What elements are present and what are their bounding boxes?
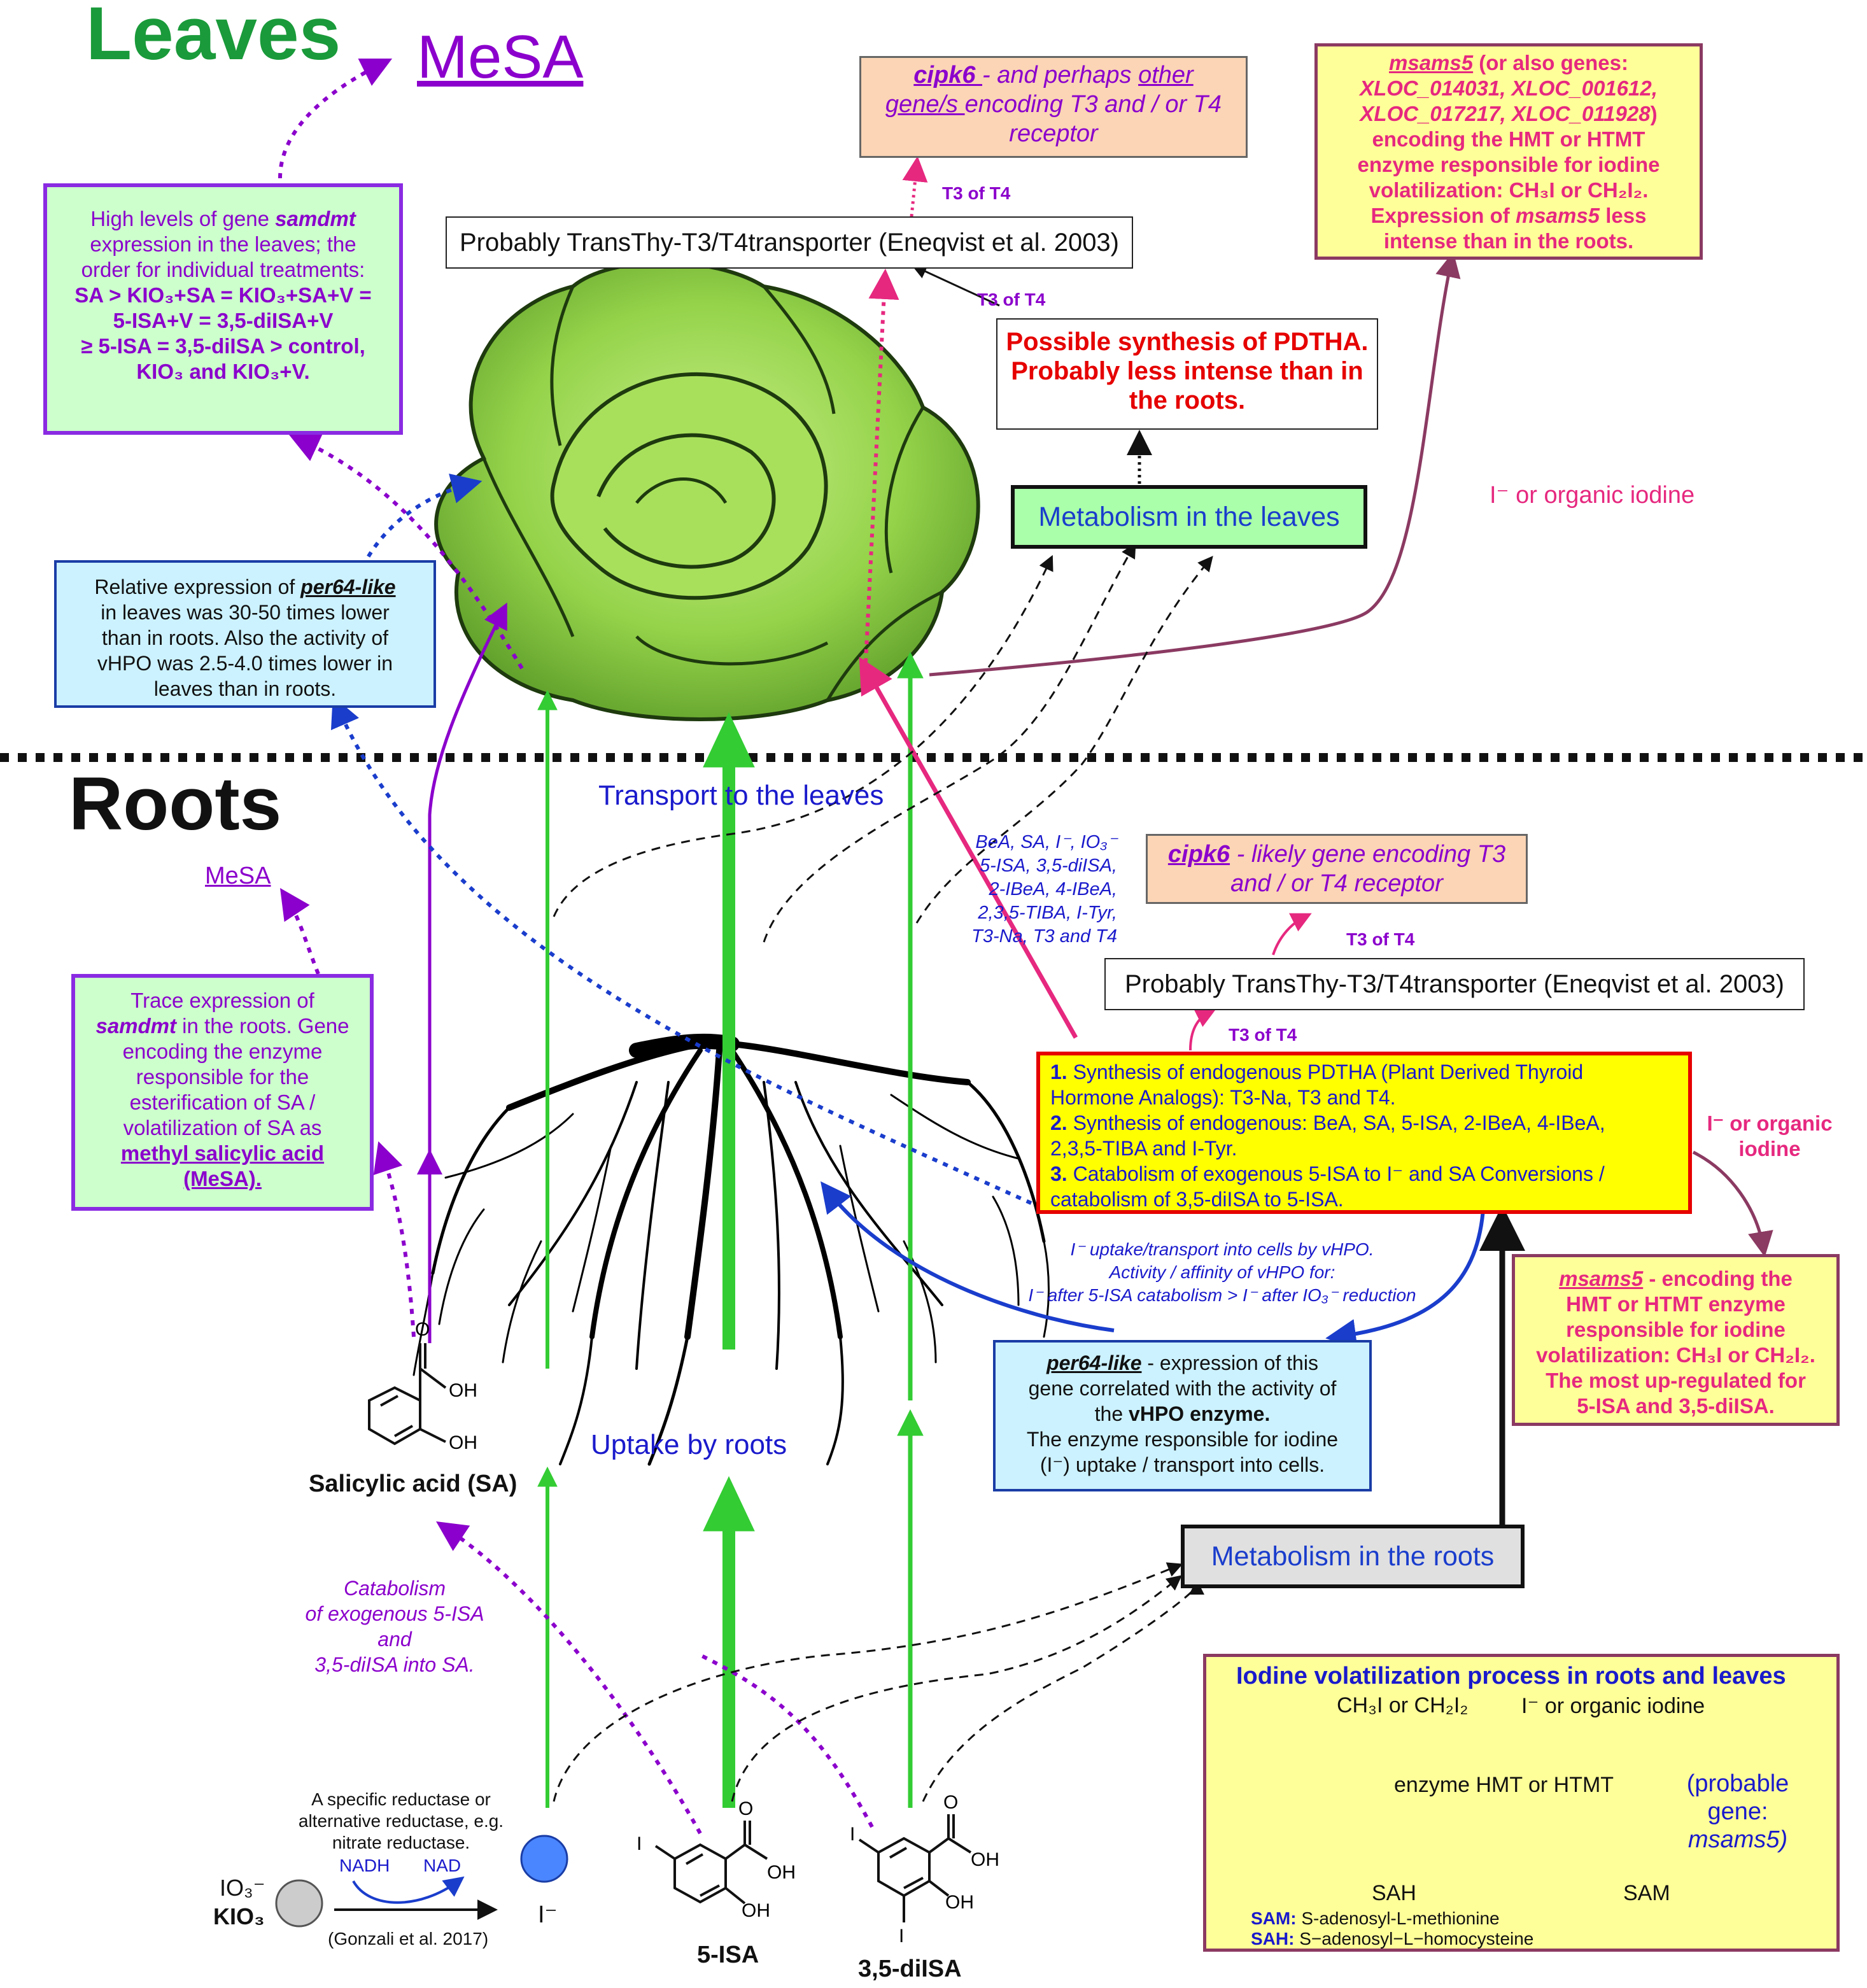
five-isa-label: 5-ISA — [697, 1942, 759, 1968]
flow-dashed-3 — [915, 556, 1213, 924]
cipk6-top-box: cipk6 - and perhaps other gene/s encodin… — [859, 56, 1248, 158]
diisa-o: O — [943, 1792, 959, 1813]
synthesis-roots-box: 1. Synthesis of endogenous PDTHA (Plant … — [1036, 1052, 1692, 1214]
io3-label: IO₃⁻ — [220, 1875, 265, 1901]
sa-samdmt-roots-arrow — [373, 1141, 416, 1337]
volatilization-title: Iodine volatilization process in roots a… — [1236, 1663, 1786, 1689]
mesa-roots-arrow — [280, 888, 320, 975]
volatilization-probable-gene: (probable gene: msams5) — [1686, 1770, 1789, 1853]
msams5-roots-box: msams5 - encoding the HMT or HTMT enzyme… — [1512, 1254, 1840, 1426]
t3t4-label-top: T3 of T4 — [942, 183, 1011, 203]
vhpo-uptake-arrow — [821, 1181, 1115, 1332]
mesa-top-label: MeSA — [417, 23, 584, 91]
cabbage-to-transporter-arrow — [864, 269, 899, 663]
per64-roots-box: per64-like - expression of this gene cor… — [993, 1340, 1372, 1491]
synthesis-to-transporter-roots-arrow — [1189, 1008, 1216, 1051]
iodide-circle — [520, 1835, 568, 1883]
flow-dashed-6 — [922, 1579, 1204, 1802]
reductase-text: A specific reductase or alternative redu… — [298, 1789, 504, 1852]
nad-label: NAD — [423, 1856, 461, 1875]
volatilization-organic: I⁻ or organic iodine — [1521, 1694, 1705, 1718]
flow-dashed-5 — [731, 1575, 1183, 1802]
transporter-roots-to-cipk6-arrow — [1272, 913, 1312, 955]
cipk6-roots-box: cipk6 - likely gene encoding T3 and / or… — [1146, 834, 1528, 904]
roots-section-title: Roots — [69, 762, 282, 846]
salicylic-acid-label: Salicylic acid (SA) — [309, 1470, 518, 1497]
five-isa-i: I — [637, 1833, 642, 1854]
diisa-hydroxyl-oh: OH — [945, 1892, 974, 1913]
mesa-roots-label: MeSA — [205, 863, 271, 889]
t3t4-label-roots-lower: T3 of T4 — [1229, 1025, 1297, 1045]
diisa-label: 3,5-diISA — [858, 1956, 962, 1982]
uptake-by-roots-label: Uptake by roots — [591, 1429, 787, 1460]
flow-dashed-4 — [553, 1562, 1183, 1802]
msams5-top-box: msams5 (or also genes: XLOC_014031, XLOC… — [1314, 43, 1703, 260]
sa-to-leaves-arrow — [428, 602, 507, 1343]
flow-dashed-1 — [553, 554, 1053, 917]
gonzali-citation: (Gonzali et al. 2017) — [328, 1929, 489, 1949]
volatilization-ch3i: CH₃I or CH₂I₂ — [1337, 1693, 1469, 1717]
catabolism-arrow-2 — [699, 1653, 874, 1828]
volatilization-sah: SAH — [1372, 1881, 1416, 1905]
sa-carboxyl-o: O — [415, 1319, 430, 1340]
transport-to-leaves-label: Transport to the leaves — [598, 780, 884, 811]
per64-leaves-box: Relative expression of per64-like in lea… — [54, 560, 436, 708]
kio3-circle — [275, 1879, 323, 1928]
five-isa-structure — [654, 1821, 768, 1905]
volatilization-box — [1203, 1654, 1840, 1952]
nadh-nad-arrow — [352, 1876, 465, 1904]
t3t4-label-leaves: T3 of T4 — [977, 290, 1046, 309]
samdmt-leaves-box: High levels of gene samdmt expression in… — [43, 183, 403, 435]
vhpo-uptake-text: I⁻ uptake/transport into cells by vHPO. … — [1028, 1239, 1416, 1305]
transporter-to-cipk6-top-arrow — [902, 156, 928, 230]
volatilization-enzyme: enzyme HMT or HTMT — [1394, 1773, 1614, 1797]
metabolism-roots-box: Metabolism in the roots — [1181, 1525, 1525, 1588]
diisa-carboxyl-oh: OH — [971, 1849, 999, 1870]
pdtha-leaves-box: Possible synthesis of PDTHA. Probably le… — [996, 318, 1378, 430]
roots-to-cipk6-top-arrow — [859, 656, 1078, 1039]
roots-illustration — [412, 1033, 1050, 1466]
flow-dashed-2 — [763, 542, 1136, 943]
compounds-list: BeA, SA, I⁻, IO₃⁻ 5-ISA, 3,5-diISA, 2-IB… — [971, 832, 1117, 947]
organic-iodine-roots-label: I⁻ or organic iodine — [1707, 1111, 1833, 1160]
metabolism-leaves-box: Metabolism in the leaves — [1011, 485, 1367, 549]
samdmt-roots-box: Trace expression of samdmt in the roots.… — [71, 974, 374, 1211]
mesa-emission-arrow — [278, 58, 393, 179]
synthesis-to-msams5-roots-arrow — [1692, 1150, 1773, 1257]
synthesis-to-per64-arrow — [1325, 1209, 1485, 1350]
transporter-top-box: Probably TransThy-T3/T4transporter (Eneq… — [446, 216, 1133, 269]
t3t4-label-roots-upper: T3 of T4 — [1346, 929, 1415, 949]
organic-iodine-top-label: I⁻ or organic iodine — [1490, 482, 1695, 509]
sa-hydroxyl-oh: OH — [449, 1432, 477, 1453]
volatilization-sam: SAM — [1623, 1881, 1670, 1905]
diisa-i-top: I — [850, 1824, 856, 1845]
sa-carboxyl-oh: OH — [449, 1380, 477, 1401]
diisa-i-bottom: I — [899, 1926, 905, 1947]
sah-definition: SAH: S−adenosyl−L−homocysteine — [1251, 1929, 1534, 1949]
transporter-roots-box: Probably TransThy-T3/T4transporter (Eneq… — [1104, 958, 1805, 1010]
nadh-label: NADH — [339, 1856, 390, 1875]
five-isa-carboxyl-oh: OH — [767, 1862, 796, 1883]
uptake-arrows-green — [537, 651, 924, 1808]
diisa-structure — [858, 1814, 972, 1922]
catabolism-text: Catabolism of exogenous 5-ISA and 3,5-di… — [305, 1577, 484, 1676]
iodide-label: I⁻ — [538, 1901, 558, 1928]
cabbage-illustration — [434, 260, 980, 721]
leaves-samdmt-arrow — [288, 433, 524, 670]
catabolism-arrow-1 — [436, 1521, 702, 1835]
leaves-section-title: Leaves — [86, 0, 341, 76]
kio3-label: KIO₃ — [213, 1903, 265, 1929]
five-isa-hydroxyl-oh: OH — [742, 1900, 770, 1921]
pdtha-to-transporter-arrow — [911, 264, 1000, 307]
sam-definition: SAM: S-adenosyl-L-methionine — [1251, 1908, 1500, 1928]
salicylic-acid-structure — [368, 1343, 447, 1446]
leaves-to-msams5-arrow — [929, 251, 1461, 677]
per64-to-leaves-arrow — [361, 474, 483, 568]
five-isa-o: O — [738, 1798, 754, 1819]
